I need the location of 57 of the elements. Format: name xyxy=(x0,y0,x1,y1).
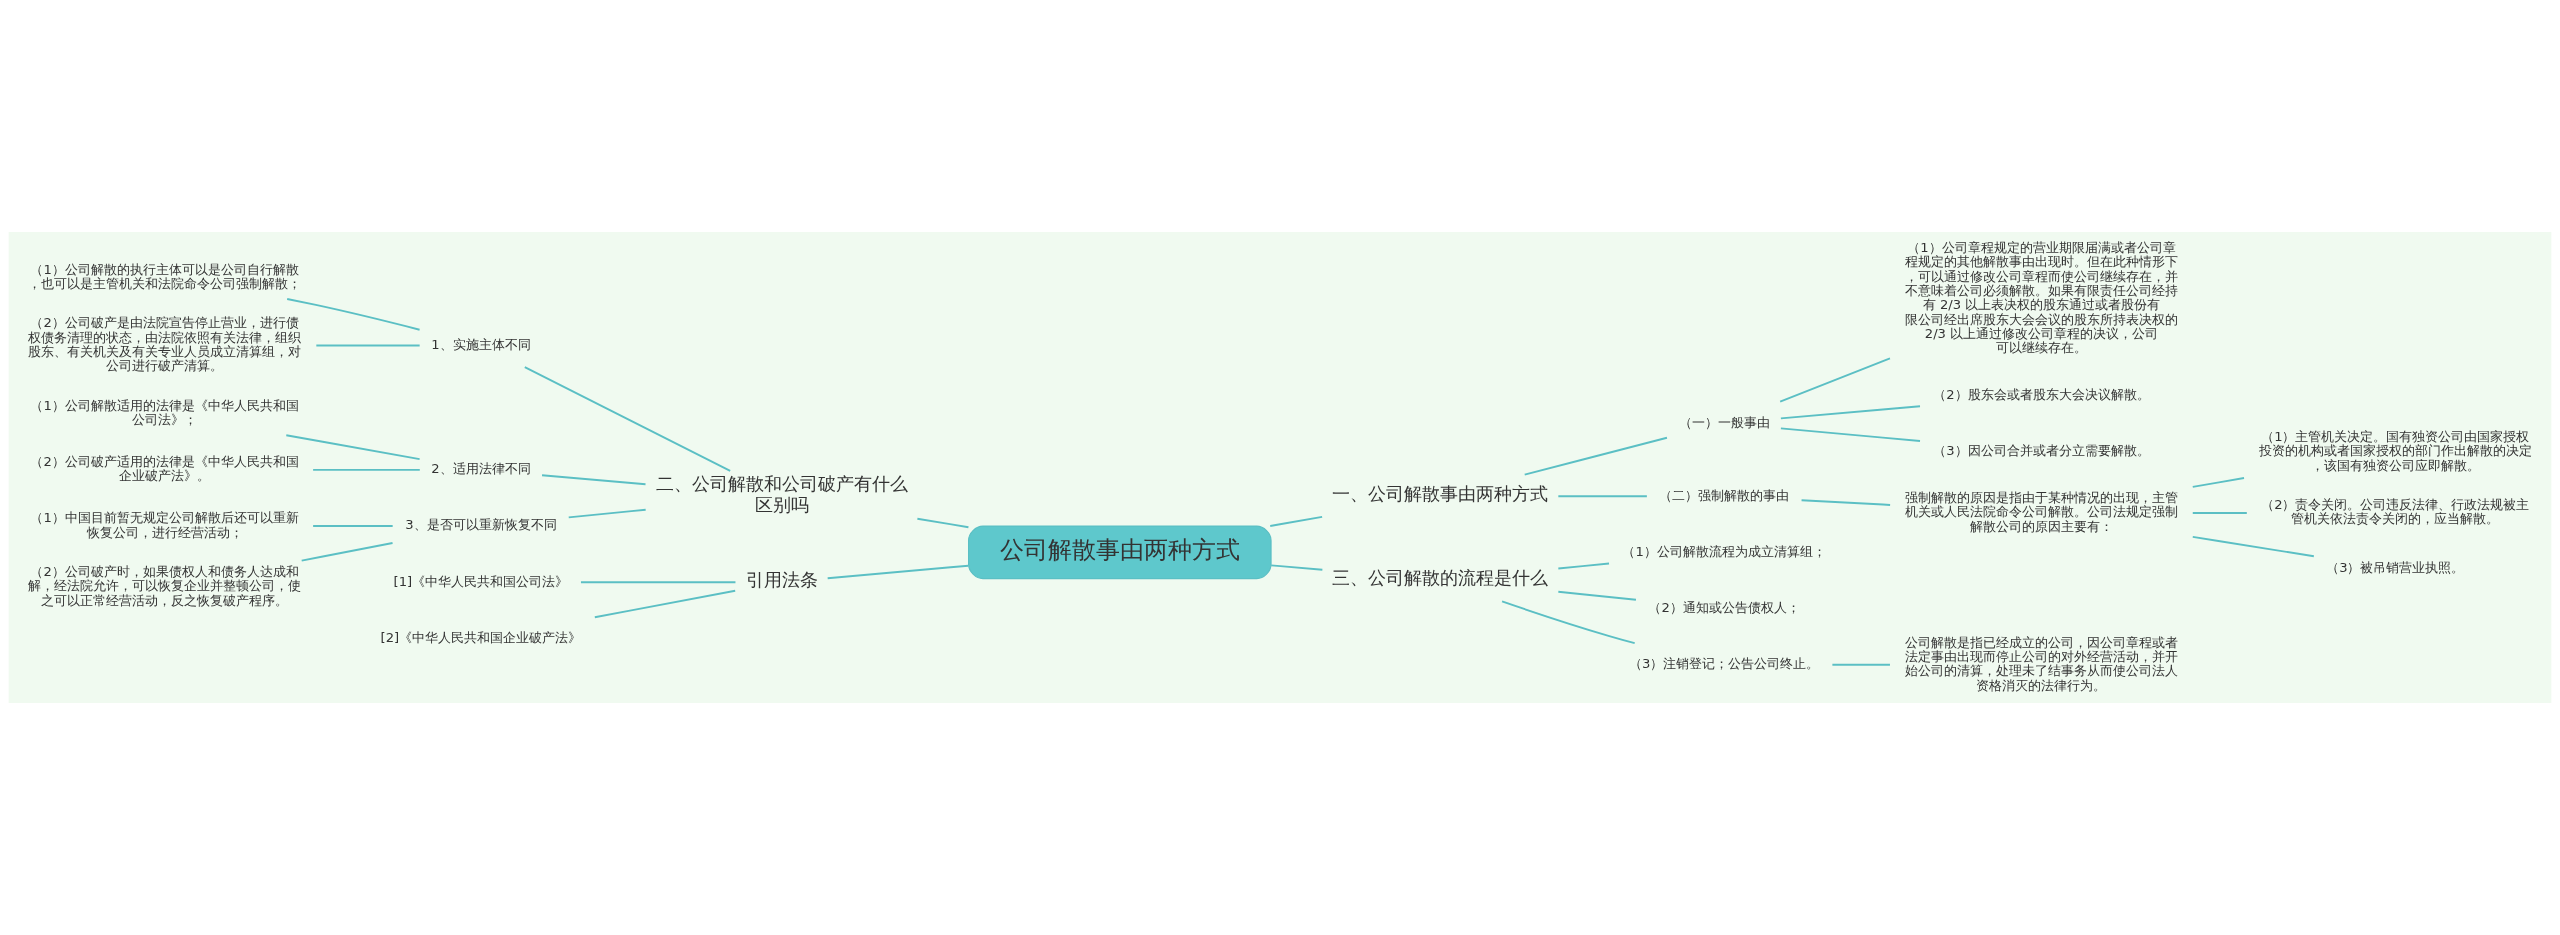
node-text: （1）公司解散适用的法律是《中华人民共和国公司法》； xyxy=(30,397,299,428)
connector xyxy=(312,525,394,528)
node-text: （2）公司破产是由法院宣告停止营业，进行债权债务清理的状态，由法院依照有关法律，组织股东、有关机关及有关专业人员成立清算组，对公司进行破产清算。 xyxy=(28,315,302,374)
connector xyxy=(541,474,647,486)
connector xyxy=(1557,495,1648,498)
node-text: （3）被吊销营业执照。 xyxy=(2326,560,2465,576)
connector xyxy=(1501,600,1636,645)
node-text: （2）公司破产适用的法律是《中华人民共和国企业破产法》。 xyxy=(30,454,299,484)
connector xyxy=(580,581,737,584)
node-text: 3、是否可以重新恢复不同 xyxy=(405,517,557,533)
connector xyxy=(300,542,394,562)
node-text: 二、公司解散和公司破产有什么区别吗 xyxy=(655,473,908,515)
connector xyxy=(285,434,421,461)
node-text: （2）公司破产时，如果债权人和债务人达成和解，经法院允许，可以恢复企业并整顿公司，使之可以正常经营活动，反之恢复破产程序。 xyxy=(28,564,302,608)
node-text: （2）通知或公告债权人； xyxy=(1648,599,1800,615)
node-box: 公司解散事由两种方式 xyxy=(968,525,1272,580)
connector xyxy=(286,298,421,331)
node-text: 公司解散是指已经成立的公司，因公司章程或者法定事由出现而停止公司的对外经营活动，并开始公司的清算，处理未了结事务从而使公司法人资格消灭的法律行为。 xyxy=(1904,634,2178,693)
node-text: （2）责令关闭。公司违反法律、行政法规被主管机关依法责令关闭的，应当解散。 xyxy=(2261,497,2530,527)
node-text: （1）中国目前暂无规定公司解散后还可以重新恢复公司，进行经营活动； xyxy=(30,510,299,540)
connector xyxy=(2191,477,2245,488)
node-text: （二）强制解散的事由 xyxy=(1659,487,1790,503)
connector xyxy=(1779,405,1921,420)
connector xyxy=(1557,590,1637,601)
node-text: （1）公司解散流程为成立清算组； xyxy=(1622,543,1826,559)
node-text: （1）公司解散的执行主体可以是公司自行解散，也可以是主管机关和法院命令公司强制解散； xyxy=(28,261,302,291)
node-text: [2]《中华人民共和国企业破产法》 xyxy=(380,629,582,645)
connector xyxy=(1779,427,1921,442)
connector xyxy=(593,589,737,619)
node-text: 一、公司解散事由两种方式 xyxy=(1332,483,1549,505)
connector xyxy=(1779,357,1891,403)
node-text: （3）注销登记；公告公司终止。 xyxy=(1628,656,1820,672)
node-text: 三、公司解散的流程是什么 xyxy=(1332,567,1549,589)
node-text: 强制解散的原因是指由于某种情况的出现，主管机关或人民法院命令公司解散。公司法规定强制解散公司的原因主要有： xyxy=(1904,489,2178,534)
connector xyxy=(567,508,647,519)
connector xyxy=(312,468,421,471)
connector xyxy=(1831,663,1891,666)
connector xyxy=(1523,436,1668,476)
connector xyxy=(523,366,732,472)
connector xyxy=(2191,535,2315,558)
node-text: （一）一般事由 xyxy=(1678,414,1770,430)
connector xyxy=(916,517,970,529)
node-text: [1]《中华人民共和国公司法》 xyxy=(393,573,569,589)
node-text: （3）因公司合并或者分立需要解散。 xyxy=(1933,443,2150,459)
node-text: 1、实施主体不同 xyxy=(431,336,531,352)
connector xyxy=(1270,564,1324,571)
connector xyxy=(1557,562,1610,570)
connector xyxy=(1800,499,1892,506)
node-text: 引用法条 xyxy=(745,569,818,591)
node-text: （1）主管机关决定。国有独资公司由国家授权投资的机构或者国家授权的部门作出解散的决定，该国有独资公司应即解散。 xyxy=(2258,428,2532,473)
connector xyxy=(826,564,970,580)
node-text: （1）公司章程规定的营业期限届满或者公司章程规定的其他解散事由出现时。但在此种情形下，可以通过修改公司章程而使公司继续存在，并不意味着公司必须解散。如果有限责任公司经持有 2/3 以上表决权的股东通过或者股份有限公司经出席股东大会会议的股东所持表决权的 2/3 以上通过修改公司章程的决议，公司可以继续存在。 xyxy=(1904,240,2178,356)
connector xyxy=(2191,511,2248,514)
node-text: （2）股东会或者股东大会决议解散。 xyxy=(1933,387,2150,403)
node-text: 2、适用法律不同 xyxy=(431,461,531,477)
connector xyxy=(315,344,421,347)
connector xyxy=(1269,515,1324,527)
